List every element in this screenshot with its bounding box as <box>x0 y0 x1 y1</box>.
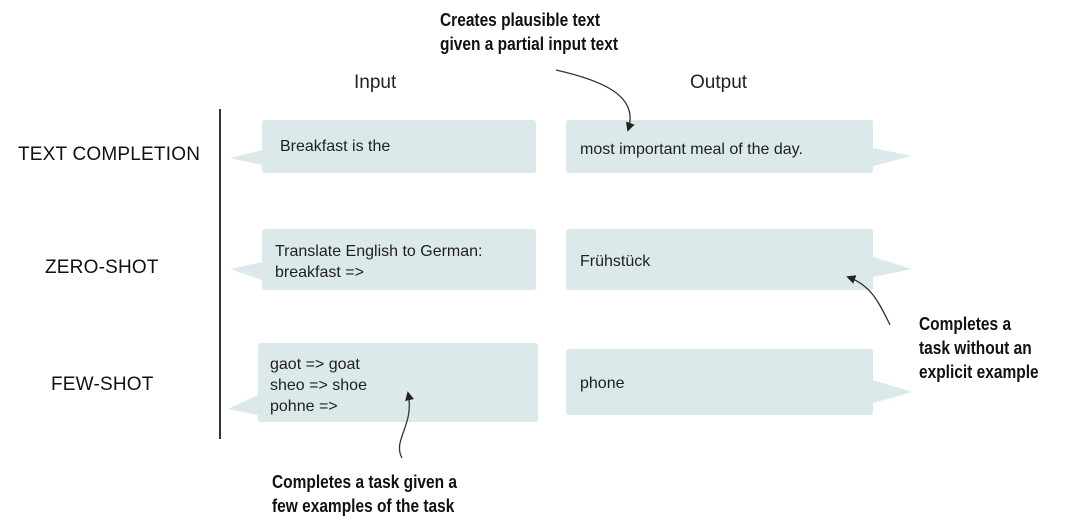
input-bubble-few-shot <box>228 343 538 422</box>
row-label-zero-shot: ZERO-SHOT <box>45 257 159 278</box>
arrow-zero-shot <box>846 275 891 326</box>
input-text-completion: Breakfast is the <box>280 138 391 155</box>
input-bubble-text-completion <box>230 120 536 173</box>
input-bubble-zero-shot <box>230 229 536 290</box>
row-label-text-completion: TEXT COMPLETION <box>18 144 201 165</box>
arrow-text-completion <box>555 69 635 132</box>
output-few-shot: phone <box>580 375 625 392</box>
annotation-few-shot: Completes a task given a few examples of… <box>272 472 457 516</box>
input-few-shot: gaot => goat sheo => shoe pohne => <box>270 356 367 415</box>
output-zero-shot: Frühstück <box>580 253 651 270</box>
annotation-zero-shot: Completes a task without an explicit exa… <box>919 314 1039 382</box>
output-bubble-zero-shot <box>566 229 912 290</box>
output-text-completion: most important meal of the day. <box>580 141 803 158</box>
row-label-few-shot: FEW-SHOT <box>51 374 154 395</box>
annotation-text-completion: Creates plausible text given a partial i… <box>440 10 619 54</box>
header-input: Input <box>354 72 397 93</box>
header-output: Output <box>690 72 748 93</box>
vertical-divider <box>219 109 221 439</box>
output-bubble-few-shot <box>566 349 912 415</box>
output-bubble-text-completion <box>566 120 912 173</box>
arrow-few-shot <box>398 391 414 459</box>
input-zero-shot: Translate English to German: breakfast =… <box>275 243 483 281</box>
